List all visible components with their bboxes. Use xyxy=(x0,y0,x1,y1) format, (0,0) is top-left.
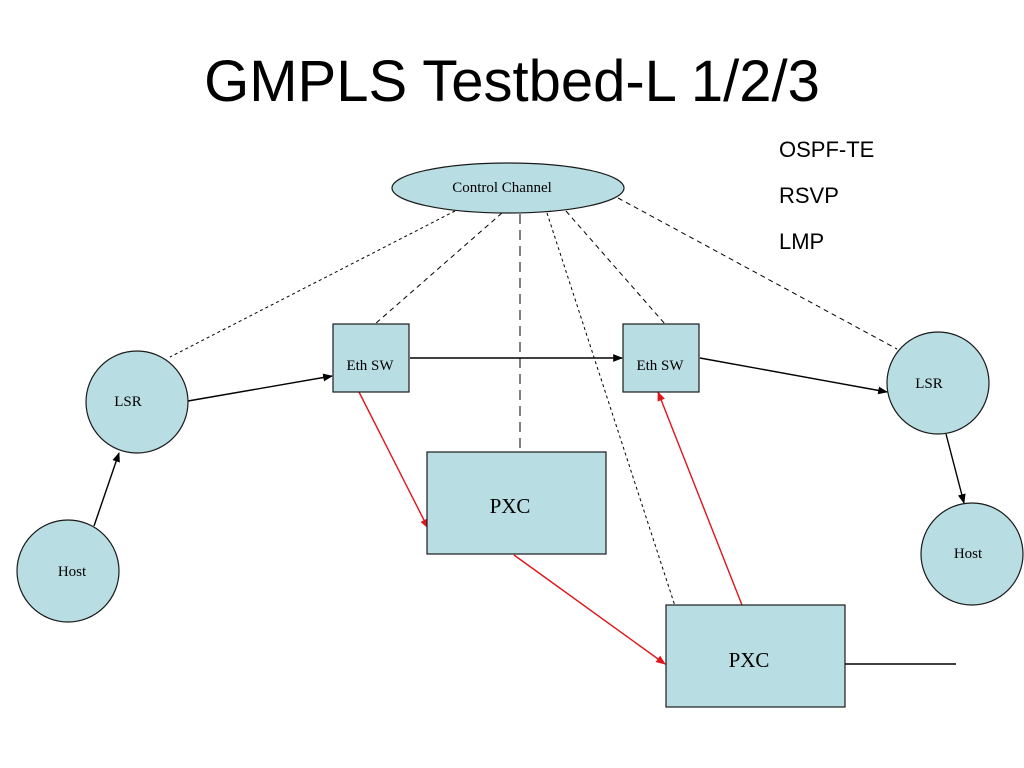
eth-sw-left-shape xyxy=(332,323,410,393)
control-link-eth-sw-right xyxy=(565,210,666,325)
link-host-to-lsr-left xyxy=(93,452,120,527)
link-lsr-right-to-host-right xyxy=(945,433,966,504)
host-right-shape xyxy=(920,502,1024,606)
lsr-left-shape xyxy=(85,350,189,454)
control-channel-label: Control Channel xyxy=(452,180,552,196)
control-channel-node: Control Channel xyxy=(391,162,625,214)
pxc-upper-node: PXC xyxy=(426,451,607,555)
pxc-lower-shape xyxy=(665,604,846,708)
control-channel-shape xyxy=(391,162,625,214)
lsr-right-shape xyxy=(886,331,990,435)
host-right-node: Host xyxy=(920,502,1024,606)
host-left-label: Host xyxy=(58,564,87,580)
host-left-node: Host xyxy=(16,519,120,623)
control-link-lsr-left xyxy=(169,210,456,358)
protocol-item-rsvp: RSVP xyxy=(779,183,839,208)
eth-sw-right-shape xyxy=(622,323,700,393)
lsr-right-label: LSR xyxy=(915,376,943,392)
lsr-left-label: LSR xyxy=(114,394,142,410)
protocol-item-ospf-te: OSPF-TE xyxy=(779,137,875,162)
nodes: Control Channel LSR LSR Host Host Eth SW xyxy=(16,162,1024,708)
control-link-eth-sw-left xyxy=(374,212,503,325)
pxc-lower-label: PXC xyxy=(729,648,770,672)
optical-link-eth-sw-left-to-pxc-upper xyxy=(358,391,429,529)
lsr-right-node: LSR xyxy=(886,331,990,435)
protocol-list: OSPF-TE RSVP LMP xyxy=(779,134,874,272)
eth-sw-left-node: Eth SW xyxy=(332,323,410,393)
host-right-label: Host xyxy=(954,546,983,562)
slide-title: GMPLS Testbed-L 1/2/3 xyxy=(204,49,820,114)
pxc-upper-label: PXC xyxy=(490,494,531,518)
pxc-upper-shape xyxy=(426,451,607,555)
control-link-pxc-lower xyxy=(546,212,676,607)
pxc-lower-node: PXC xyxy=(665,604,846,708)
eth-sw-left-label: Eth SW xyxy=(346,358,394,374)
link-eth-sw-right-to-lsr-right xyxy=(699,357,888,395)
protocol-item-lmp: LMP xyxy=(779,229,825,254)
link-lsr-left-to-eth-sw-left xyxy=(187,373,333,402)
optical-link-pxc-upper-to-pxc-lower xyxy=(513,554,666,665)
control-links xyxy=(169,197,898,607)
control-link-lsr-right xyxy=(617,197,898,350)
ethernet-links xyxy=(93,354,966,665)
lsr-left-node: LSR xyxy=(85,350,189,454)
eth-sw-right-node: Eth SW xyxy=(622,323,700,393)
eth-sw-right-label: Eth SW xyxy=(636,358,684,374)
optical-links xyxy=(358,391,743,665)
host-left-shape xyxy=(16,519,120,623)
optical-link-pxc-lower-to-eth-sw-right xyxy=(657,391,743,606)
